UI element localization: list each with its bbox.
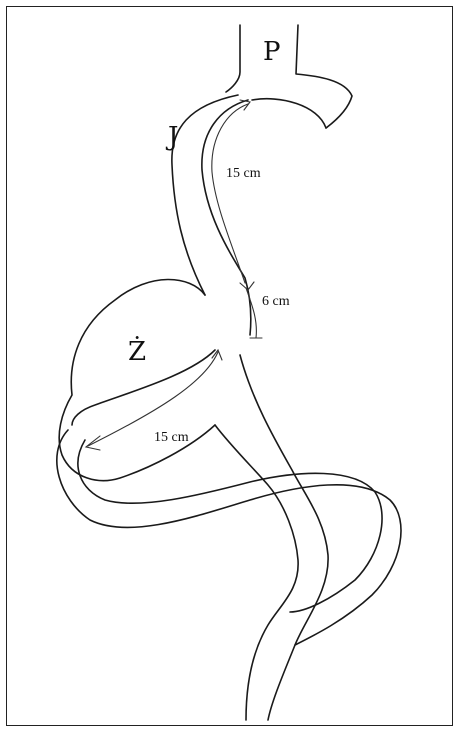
measure-line-lower: [88, 352, 218, 446]
label-jejunum: J: [165, 122, 178, 152]
loop-inner-wall: [78, 440, 382, 612]
label-pouch: P: [263, 37, 281, 67]
channel-left-wall: [215, 425, 298, 720]
pouch-right-wall: [296, 25, 352, 128]
loop-outer-wall: [57, 430, 401, 645]
measure-line-upper: [212, 104, 248, 283]
jejunum-left-wall: [172, 95, 238, 295]
stomach-outline: [59, 279, 215, 480]
pouch-left-wall: [226, 25, 240, 92]
measurement-lower-15cm: 15 cm: [154, 430, 189, 445]
pouch-inner-wall: [252, 99, 326, 128]
label-stomach: Ż: [128, 336, 146, 367]
measurement-6cm: 6 cm: [262, 294, 290, 309]
jejunum-right-wall: [202, 100, 251, 335]
channel-right-wall: [240, 355, 328, 720]
measurement-upper-15cm: 15 cm: [226, 166, 261, 181]
